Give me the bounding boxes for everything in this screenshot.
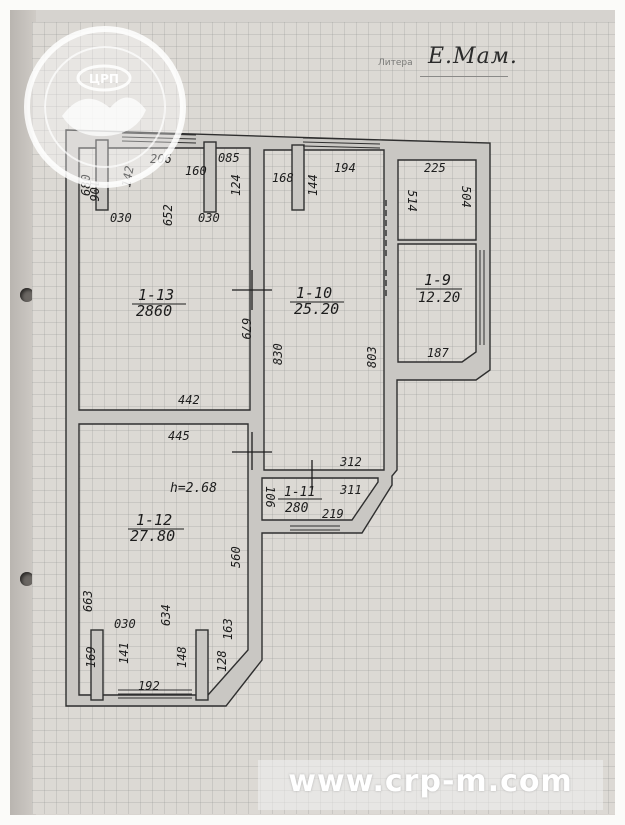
room-1-13-area: 2860	[136, 302, 172, 320]
dim-085: 085	[218, 151, 240, 165]
room-1-11-id: 1-11	[284, 485, 315, 500]
dim-148: 148	[175, 646, 189, 668]
dim-560: 560	[229, 546, 243, 568]
walls	[65, 129, 491, 707]
dim-312: 312	[339, 455, 362, 469]
room-1-13-id: 1-13	[138, 286, 174, 304]
room-1-12-area: 27.80	[130, 527, 175, 545]
binder-ring	[20, 572, 34, 586]
dim-030: 030	[110, 211, 132, 225]
room-1-11-area: 280	[285, 501, 309, 516]
dim-169: 169	[84, 646, 98, 668]
dim-504: 504	[459, 186, 473, 208]
dim-163: 163	[221, 618, 235, 640]
dim-128: 128	[215, 650, 229, 672]
dim-030: 030	[114, 617, 136, 631]
wall-stub	[203, 141, 217, 213]
wall-stub	[90, 629, 104, 701]
wall-stub	[291, 144, 305, 211]
room-labels: 1-13 2860 1-10 25.20 1-9 12.20 1-12 27.8…	[128, 271, 462, 545]
dim-030: 030	[198, 211, 220, 225]
dim-634: 634	[159, 604, 173, 626]
ceiling-height-note: h=2.68	[170, 481, 217, 496]
litera-underline	[420, 76, 508, 77]
litera-box: Литера Е.Мам.	[370, 40, 517, 80]
dim-141: 141	[117, 642, 131, 664]
crp-logo-watermark: ЦРП	[24, 26, 186, 188]
litera-label: Литера	[378, 58, 413, 68]
website-watermark: www.crp-m.com	[258, 760, 603, 810]
wall-stub	[195, 629, 209, 701]
dim-168: 168	[272, 171, 294, 185]
windows	[118, 132, 485, 699]
room-1-12-id: 1-12	[136, 511, 172, 529]
room-1-9-id: 1-9	[424, 271, 451, 289]
litera-value: Е.Мам.	[428, 44, 518, 69]
room-1-10-id: 1-10	[296, 284, 332, 302]
dim-311: 311	[339, 483, 362, 497]
dim-679: 679	[239, 318, 253, 340]
dim-652: 652	[161, 204, 175, 226]
room-1-9-area: 12.20	[418, 290, 460, 306]
door-marks	[232, 200, 387, 490]
dim-192: 192	[138, 679, 160, 693]
outer-wall-shape	[65, 129, 491, 707]
dim-225: 225	[424, 161, 446, 175]
logo-text: ЦРП	[89, 72, 119, 86]
binder-ring	[20, 288, 34, 302]
binder-edge	[10, 10, 36, 815]
dim-803: 803	[365, 346, 379, 368]
watermark-text: www.crp-m.com	[288, 764, 573, 799]
dim-144: 144	[306, 174, 320, 196]
dim-106: 106	[263, 486, 277, 508]
dim-187: 187	[427, 346, 449, 360]
dim-219: 219	[322, 507, 344, 521]
dim-663: 663	[81, 590, 95, 612]
dim-442: 442	[178, 393, 200, 407]
room-1-10-area: 25.20	[294, 300, 339, 318]
dim-124: 124	[229, 174, 243, 196]
dim-830: 830	[271, 343, 285, 365]
dim-194: 194	[334, 161, 356, 175]
wall-stub	[95, 139, 109, 211]
dim-445: 445	[168, 429, 190, 443]
dimension-labels: 206 085 106 142 160 124 168 144 194 225 …	[79, 151, 473, 693]
dim-160: 160	[185, 164, 207, 178]
dim-514: 514	[405, 190, 419, 212]
